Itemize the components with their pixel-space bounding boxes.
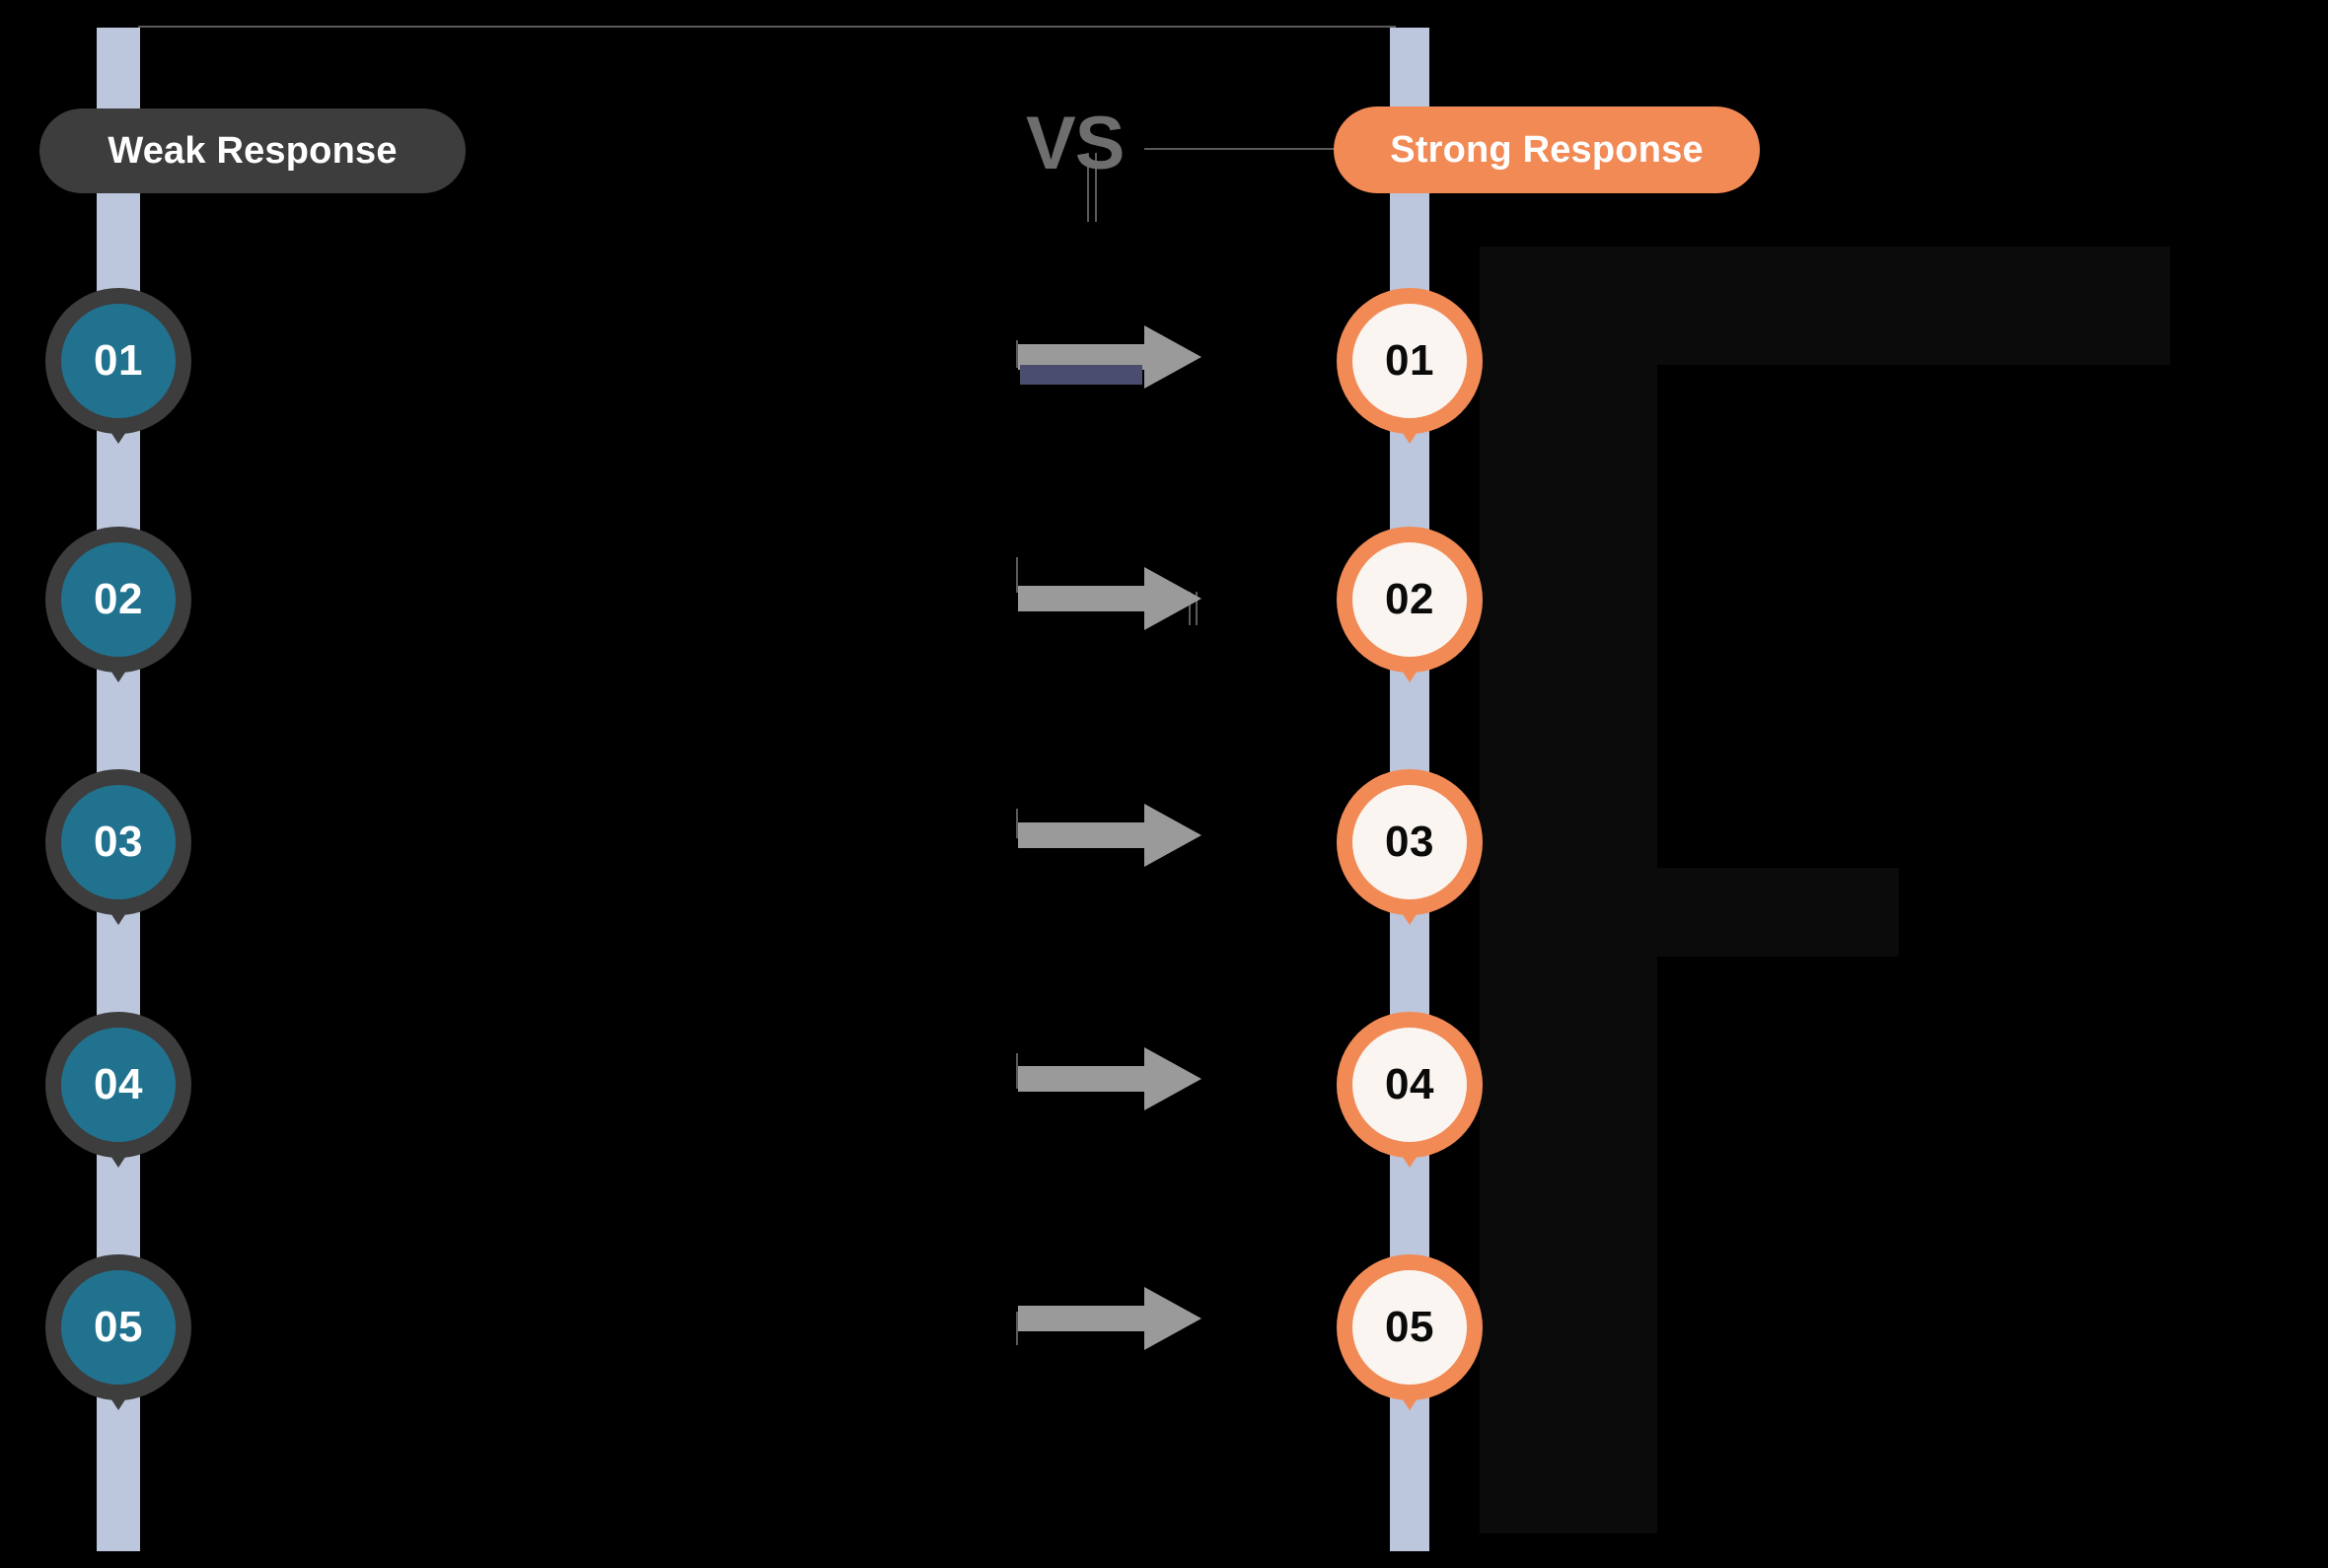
weak-marker-05[interactable]: 05 [45, 1254, 191, 1410]
arrow-shaft [1018, 1066, 1144, 1092]
weak-marker-01[interactable]: 01 [45, 288, 191, 444]
arrow-2-tick-line [1016, 557, 1018, 593]
transition-arrow-4 [1018, 1047, 1201, 1110]
vs-drop-line-b [1095, 153, 1097, 222]
arrow-underlay [1020, 365, 1142, 385]
arrow-shaft [1018, 1306, 1144, 1331]
arrow-5-tick-line [1016, 1312, 1018, 1345]
weak-marker-03[interactable]: 03 [45, 769, 191, 925]
arrow-head-icon [1144, 804, 1201, 867]
vs-connector-line [1144, 148, 1396, 150]
annotation-backdrop-mid [1485, 868, 1899, 957]
transition-arrow-5 [1018, 1287, 1201, 1350]
arrow-1-tick-line [1016, 340, 1018, 368]
marker-number: 02 [61, 542, 176, 657]
arrow-4-tick-line [1016, 1053, 1018, 1089]
arrow-head-icon [1144, 1287, 1201, 1350]
strong-marker-05[interactable]: 05 [1337, 1254, 1483, 1410]
arrow-head-icon [1144, 567, 1201, 630]
arrow-shaft [1018, 822, 1144, 848]
transition-arrow-2 [1018, 567, 1201, 630]
weak-marker-02[interactable]: 02 [45, 527, 191, 682]
arrow-shaft [1018, 586, 1144, 611]
marker-number: 02 [1352, 542, 1467, 657]
marker-number: 04 [61, 1028, 176, 1142]
strong-marker-01[interactable]: 01 [1337, 288, 1483, 444]
strong-marker-03[interactable]: 03 [1337, 769, 1483, 925]
strong-marker-04[interactable]: 04 [1337, 1012, 1483, 1168]
arrow-head-icon [1144, 325, 1201, 389]
marker-number: 01 [61, 304, 176, 418]
arrow-3-tick-line [1016, 809, 1018, 838]
marker-number: 01 [1352, 304, 1467, 418]
marker-number: 03 [1352, 785, 1467, 899]
weak-response-badge[interactable]: Weak Response [39, 108, 466, 193]
vs-drop-line-a [1087, 153, 1089, 222]
marker-number: 03 [61, 785, 176, 899]
arrow-head-icon [1144, 1047, 1201, 1110]
marker-number: 05 [61, 1270, 176, 1385]
weak-marker-04[interactable]: 04 [45, 1012, 191, 1168]
marker-number: 05 [1352, 1270, 1467, 1385]
strong-marker-02[interactable]: 02 [1337, 527, 1483, 682]
strong-response-badge[interactable]: Strong Response [1334, 107, 1760, 193]
marker-number: 04 [1352, 1028, 1467, 1142]
transition-arrow-3 [1018, 804, 1201, 867]
top-connector-line [138, 26, 1396, 28]
vs-label: VS [1026, 102, 1125, 185]
transition-arrow-1 [1018, 325, 1201, 389]
